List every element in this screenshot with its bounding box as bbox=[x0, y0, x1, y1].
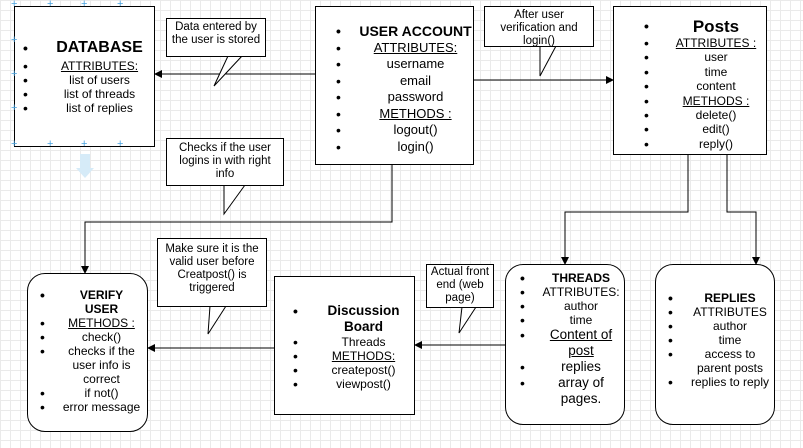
posts-attribute: user bbox=[644, 50, 766, 65]
user-account-methods-label: METHODS : bbox=[336, 106, 473, 123]
callout-checks-login-text: Checks if the user logins in with right … bbox=[178, 142, 272, 180]
edge-posts-to-replies bbox=[726, 155, 760, 265]
selection-handle bbox=[81, 138, 89, 151]
selection-handle bbox=[81, 0, 89, 11]
replies-attribute: time bbox=[668, 333, 770, 347]
posts-attributes-label: ATTRIBUTES : bbox=[644, 36, 766, 51]
database-attribute: list of users bbox=[23, 73, 154, 87]
selection-arrow-hint bbox=[76, 154, 94, 178]
replies-box[interactable]: REPLIES ATTRIBUTES author time access to… bbox=[655, 264, 775, 425]
verify-user-title: VERIFY USER bbox=[40, 288, 141, 316]
callout-pointer-after-verification bbox=[539, 45, 557, 77]
threads-attributes-label: ATTRIBUTES: bbox=[520, 285, 620, 299]
callout-after-verification-text: After user verification and login() bbox=[500, 9, 578, 47]
verify-user-method: checks if the user info is correct bbox=[40, 344, 141, 386]
database-attribute: list of replies bbox=[23, 101, 154, 115]
posts-attribute: time bbox=[644, 65, 766, 80]
posts-method: edit() bbox=[644, 122, 766, 137]
database-attributes-label: ATTRIBUTES: bbox=[23, 59, 154, 73]
posts-box[interactable]: Posts ATTRIBUTES : user time content MET… bbox=[613, 6, 767, 155]
user-account-attribute: password bbox=[336, 89, 473, 106]
database-attribute: list of threads bbox=[23, 87, 154, 101]
threads-attribute: author bbox=[520, 299, 620, 313]
discussion-board-method: viewpost() bbox=[293, 377, 412, 391]
callout-pointer-valid-user bbox=[207, 305, 227, 335]
selection-handle bbox=[117, 138, 125, 151]
callout-front-end[interactable]: Actual front end (web page) bbox=[426, 264, 494, 308]
edge-posts-to-threads bbox=[561, 155, 689, 265]
threads-box[interactable]: THREADS ATTRIBUTES: author time Content … bbox=[505, 264, 625, 425]
user-account-method: logout() bbox=[336, 122, 473, 139]
user-account-method: login() bbox=[336, 139, 473, 156]
posts-methods-label: METHODS : bbox=[644, 94, 766, 109]
callout-front-end-text: Actual front end (web page) bbox=[430, 266, 490, 304]
discussion-board-methods-label: METHODS: bbox=[293, 349, 412, 363]
discussion-board-title: Discussion Board bbox=[293, 303, 412, 335]
threads-attribute: time bbox=[520, 313, 620, 327]
callout-checks-login[interactable]: Checks if the user logins in with right … bbox=[166, 138, 284, 186]
callout-valid-user[interactable]: Make sure it is the valid user before Cr… bbox=[157, 238, 267, 307]
callout-pointer-front-end bbox=[458, 306, 477, 334]
selection-handle bbox=[11, 0, 19, 11]
posts-title: Posts bbox=[644, 17, 766, 36]
discussion-board-attribute: Threads bbox=[293, 335, 412, 349]
selection-handle bbox=[47, 0, 55, 11]
verify-user-method: if not() bbox=[40, 386, 141, 400]
callout-after-verification[interactable]: After user verification and login() bbox=[484, 6, 594, 47]
selection-handle bbox=[11, 138, 19, 151]
verify-user-method: check() bbox=[40, 330, 141, 344]
posts-method: delete() bbox=[644, 108, 766, 123]
callout-pointer-data-stored bbox=[213, 55, 243, 87]
user-account-box[interactable]: USER ACCOUNT ATTRIBUTES: username email … bbox=[315, 6, 474, 165]
callout-valid-user-text: Make sure it is the valid user before Cr… bbox=[165, 243, 259, 294]
threads-title: THREADS bbox=[520, 271, 620, 285]
verify-user-box[interactable]: VERIFY USER METHODS : check() checks if … bbox=[27, 273, 148, 432]
replies-attributes-label: ATTRIBUTES bbox=[668, 305, 770, 319]
selection-handle bbox=[11, 68, 19, 81]
user-account-attributes-label: ATTRIBUTES: bbox=[336, 40, 473, 57]
replies-attribute: access to parent posts bbox=[668, 347, 770, 375]
discussion-board-method: createpost() bbox=[293, 363, 412, 377]
posts-attribute: content bbox=[644, 79, 766, 94]
replies-attribute: author bbox=[668, 319, 770, 333]
discussion-board-box[interactable]: Discussion Board Threads METHODS: create… bbox=[274, 276, 415, 415]
threads-content-of-post: Content of post bbox=[520, 327, 620, 359]
user-account-attribute: email bbox=[336, 73, 473, 90]
selection-handle bbox=[117, 0, 125, 11]
replies-title: REPLIES bbox=[668, 291, 770, 305]
callout-data-stored[interactable]: Data entered by the user is stored bbox=[166, 18, 266, 57]
verify-user-method: error message bbox=[40, 400, 141, 414]
selection-handle bbox=[47, 138, 55, 151]
replies-attribute: replies to reply bbox=[668, 375, 770, 389]
selection-handle bbox=[11, 34, 19, 47]
edge-user-to-verify bbox=[81, 165, 393, 274]
user-account-attribute: username bbox=[336, 56, 473, 73]
database-title: DATABASE bbox=[23, 39, 154, 57]
threads-array-of-pages: array of pages. bbox=[520, 375, 620, 407]
callout-data-stored-text: Data entered by the user is stored bbox=[171, 21, 261, 46]
threads-replies: replies bbox=[520, 359, 620, 375]
verify-user-methods-label: METHODS : bbox=[40, 316, 141, 330]
selection-handle bbox=[11, 102, 19, 115]
callout-pointer-checks-login bbox=[223, 184, 246, 216]
database-box[interactable]: DATABASE ATTRIBUTES: list of users list … bbox=[14, 6, 155, 147]
user-account-title: USER ACCOUNT bbox=[336, 23, 473, 40]
posts-method: reply() bbox=[644, 137, 766, 152]
